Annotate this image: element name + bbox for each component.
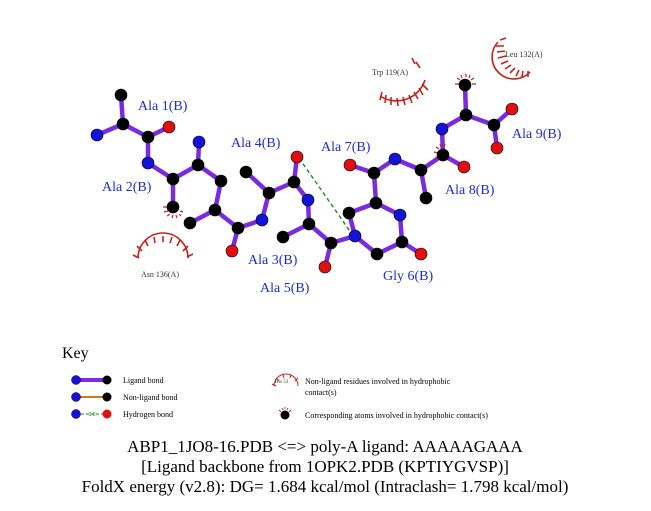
atom-carbon — [395, 235, 409, 249]
atom-oxygen — [457, 160, 471, 174]
caption-line-3: FoldX energy (v2.8): DG= 1.684 kcal/mol … — [82, 477, 569, 496]
key-title: Key — [62, 345, 89, 362]
atom-carbon — [214, 174, 228, 188]
key-hydrophobic-example-label: His 53 — [275, 380, 289, 385]
atom-carbon — [458, 78, 472, 92]
residue-label-ala4: Ala 4(B) — [231, 136, 281, 151]
key-hydrogen-bond-label: Hydrogen bond — [123, 410, 173, 419]
residue-label-ala9: Ala 9(B) — [512, 127, 562, 142]
key-hydrophobic-atom-sample — [278, 407, 292, 420]
caption-line-1: ABP1_1JO8-16.PDB <=> poly-A ligand: AAAA… — [127, 437, 523, 456]
hydrophobic-arc-asn136 — [132, 232, 194, 259]
residue-labels: Ala 1(B) Ala 2(B) Ala 4(B) Ala 7(B) Ala … — [102, 99, 562, 296]
atom-nitrogen — [141, 156, 155, 170]
atom-carbon — [262, 186, 276, 200]
residue-label-ala7: Ala 7(B) — [321, 140, 371, 155]
hyd-label-trp119: Trp 119(A) — [372, 68, 408, 77]
atom-carbon — [342, 206, 356, 220]
atom-carbon — [324, 236, 338, 250]
key-hydrophobic-residues-text-2: contact(s) — [305, 388, 337, 397]
atom-nitrogen — [301, 193, 315, 207]
atom-oxygen — [162, 120, 176, 134]
atom-oxygen — [490, 141, 504, 155]
atom-nitrogen — [393, 208, 407, 222]
atom-carbon — [183, 216, 197, 230]
hydrogen-bond — [298, 157, 355, 238]
atom-nitrogen — [192, 135, 206, 149]
atom-carbon — [116, 117, 130, 131]
hydrophobic-atom-markers — [163, 74, 476, 219]
key-ligand-bond-label: Ligand bond — [123, 376, 164, 385]
atom-carbon — [231, 221, 245, 235]
atom-carbon — [459, 108, 473, 122]
atom-carbon — [367, 166, 381, 180]
atom-carbon — [191, 158, 205, 172]
atom-carbon — [302, 217, 316, 231]
atom-carbon — [419, 191, 433, 205]
atom-oxygen — [225, 244, 239, 258]
atom-oxygen — [318, 260, 332, 274]
residue-label-gly6: Gly 6(B) — [383, 269, 434, 284]
atom-nitrogen — [388, 152, 402, 166]
atom-carbon — [414, 163, 428, 177]
hyd-label-leu132: Leu 132(A) — [505, 50, 543, 59]
atom-nitrogen — [90, 128, 104, 142]
hydrophobic-arc-trp119 — [379, 57, 429, 107]
residue-label-ala8: Ala 8(B) — [445, 183, 495, 198]
atom-carbon — [287, 175, 301, 189]
key-nonligand-bond-label: Non-ligand bond — [123, 393, 177, 402]
atom-carbon — [141, 130, 155, 144]
atom-nitrogen — [348, 229, 362, 243]
key-hydrophobic-atoms-text: Corresponding atoms involved in hydropho… — [305, 411, 488, 420]
atom-carbon — [370, 247, 384, 261]
atom-carbon — [239, 165, 253, 179]
atom-carbon — [436, 148, 450, 162]
atom-carbon — [114, 88, 128, 102]
caption: ABP1_1JO8-16.PDB <=> poly-A ligand: AAAA… — [82, 437, 569, 496]
atom-carbon — [276, 230, 290, 244]
atom-carbon — [369, 196, 383, 210]
residue-label-ala5: Ala 5(B) — [260, 281, 310, 296]
key-ligand-bond-sample — [71, 375, 112, 385]
atom-carbon — [487, 118, 501, 132]
key: Key Ligand bond Non-ligand bond 3.0 Hydr… — [62, 345, 488, 420]
residue-label-ala3: Ala 3(B) — [248, 253, 298, 268]
atom-oxygen — [505, 102, 519, 116]
atom-carbon — [166, 200, 180, 214]
atom-oxygen — [343, 158, 357, 172]
residue-label-ala2: Ala 2(B) — [102, 180, 152, 195]
atom-oxygen — [414, 247, 428, 261]
atom-nitrogen — [435, 122, 449, 136]
atom-nitrogen — [255, 213, 269, 227]
atom-carbon — [166, 172, 180, 186]
hydrophobic-arc-leu132 — [491, 37, 531, 80]
key-hydrophobic-residue-sample — [271, 373, 299, 387]
residue-label-ala1: Ala 1(B) — [138, 99, 188, 114]
key-hbond-distance: 3.0 — [89, 412, 96, 418]
key-nonligand-bond-sample — [71, 392, 112, 402]
caption-line-2: [Ligand backbone from 1OPK2.PDB (KPTIYGV… — [141, 457, 509, 476]
atom-oxygen — [290, 150, 304, 164]
ligand-atoms — [90, 78, 519, 274]
hydrophobic-residues: Trp 119(A) Leu 132(A) Asn 136(A) — [132, 37, 543, 279]
key-hydrophobic-residues-text-1: Non-ligand residues involved in hydropho… — [305, 377, 451, 386]
atom-carbon — [208, 203, 222, 217]
hyd-label-asn136: Asn 136(A) — [141, 270, 179, 279]
key-hydrogen-bond-sample: 3.0 — [71, 409, 112, 419]
